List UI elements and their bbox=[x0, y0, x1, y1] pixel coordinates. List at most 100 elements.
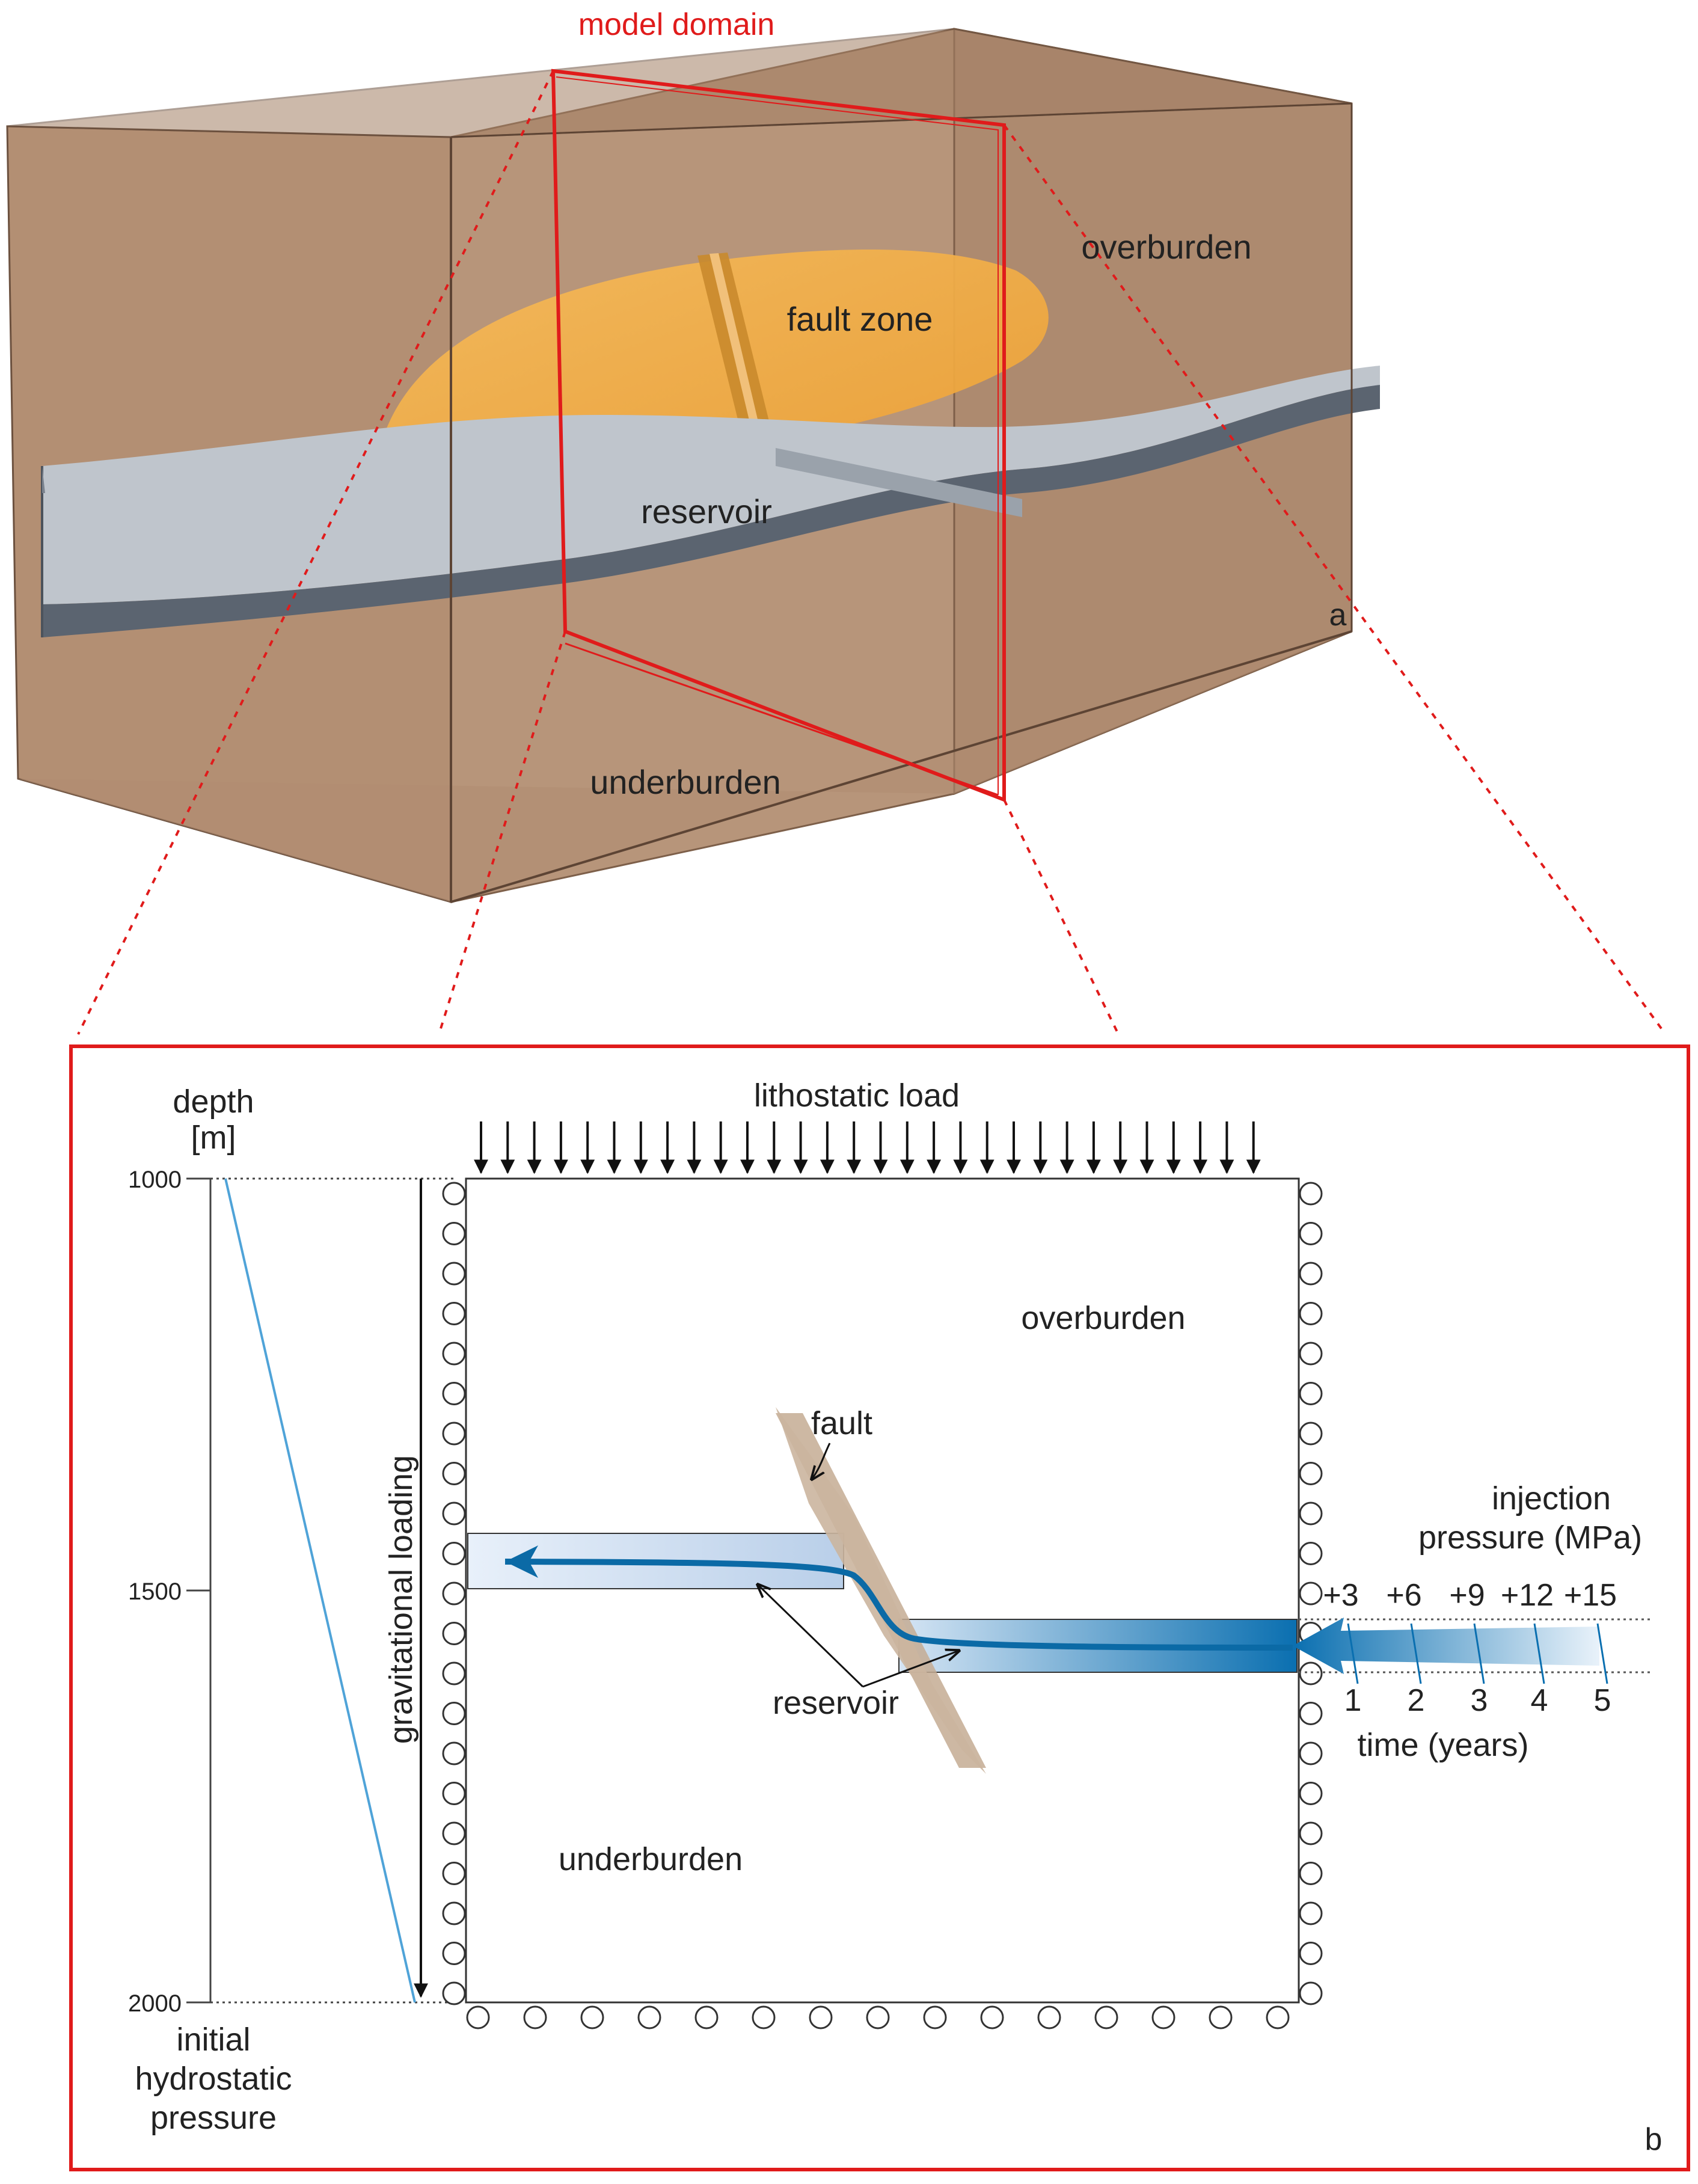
roller-left bbox=[442, 1981, 466, 2005]
roller-left bbox=[442, 1462, 466, 1485]
roller-right bbox=[1299, 1581, 1323, 1606]
pressure-tick-label: +6 bbox=[1386, 1578, 1421, 1613]
panel-b-tag: b bbox=[1645, 2122, 1663, 2157]
roller-bottom bbox=[752, 2005, 776, 2029]
injection-arrow bbox=[1293, 1618, 1599, 1674]
roller-left bbox=[442, 1342, 466, 1366]
roller-left bbox=[442, 1622, 466, 1645]
fault-plane-b-shape bbox=[776, 1407, 986, 1774]
roller-left bbox=[442, 1782, 466, 1805]
label-fault-zone-a: fault zone bbox=[787, 300, 933, 338]
injection-tick bbox=[1473, 1623, 1485, 1684]
pressure-tick-label: +9 bbox=[1449, 1578, 1485, 1613]
time-tick-label: 4 bbox=[1531, 1683, 1548, 1718]
injection-tick bbox=[1596, 1623, 1608, 1684]
roller-right bbox=[1299, 1741, 1323, 1765]
time-tick-label: 1 bbox=[1344, 1683, 1362, 1718]
roller-right bbox=[1299, 1542, 1323, 1565]
roller-bottom bbox=[1151, 2005, 1175, 2029]
roller-bottom bbox=[523, 2005, 547, 2029]
fault-pointer bbox=[812, 1443, 831, 1479]
injection-title-2: pressure (MPa) bbox=[1418, 1520, 1642, 1556]
roller-bottom bbox=[923, 2005, 947, 2029]
block-bottom-face bbox=[18, 631, 1352, 902]
roller-bottom bbox=[809, 2005, 833, 2029]
model-domain-frame-inner bbox=[556, 76, 999, 795]
roller-right bbox=[1299, 1222, 1323, 1245]
fault-offset-step bbox=[776, 448, 1022, 517]
roller-left bbox=[442, 1502, 466, 1526]
lithostatic-load-label: lithostatic load bbox=[754, 1078, 960, 1114]
roller-left bbox=[442, 1581, 466, 1606]
fault-plane-inner bbox=[710, 253, 765, 450]
hydrostatic-pressure-line bbox=[224, 1178, 416, 2003]
lithostatic-load-arrows bbox=[474, 1121, 1261, 1174]
gravitational-loading-label: gravitational loading bbox=[383, 1455, 419, 1744]
projection-lines bbox=[77, 70, 1667, 1035]
roller-bottom bbox=[466, 2005, 490, 2029]
hydrostatic-label-1: initial bbox=[176, 2022, 250, 2058]
roller-bottom bbox=[1094, 2005, 1118, 2029]
hydrostatic-label-3: pressure bbox=[150, 2100, 277, 2136]
roller-left bbox=[442, 1262, 466, 1286]
label-overburden-b: overburden bbox=[1021, 1300, 1185, 1336]
panel-a-block: model domain overburden fault zone reser… bbox=[6, 7, 1667, 1035]
roller-bottom bbox=[580, 2005, 604, 2029]
roller-right bbox=[1299, 1862, 1323, 1885]
time-tick-label: 3 bbox=[1471, 1683, 1488, 1718]
pressure-tick-label: +15 bbox=[1564, 1578, 1617, 1613]
block-edge bbox=[450, 630, 1352, 903]
injection-tick bbox=[1533, 1623, 1545, 1684]
label-underburden-a: underburden bbox=[590, 763, 781, 801]
roller-left bbox=[442, 1821, 466, 1845]
pressure-front-arrowhead bbox=[505, 1545, 538, 1578]
roller-right bbox=[1299, 1302, 1323, 1325]
hydrostatic-label-2: hydrostatic bbox=[135, 2061, 292, 2097]
roller-bottom bbox=[980, 2005, 1004, 2029]
label-reservoir-b: reservoir bbox=[773, 1685, 899, 1721]
model-domain-frame-bottom bbox=[565, 642, 999, 796]
label-underburden-b: underburden bbox=[559, 1841, 743, 1877]
roller-right bbox=[1299, 1502, 1323, 1526]
roller-bottom bbox=[637, 2005, 661, 2029]
label-overburden-a: overburden bbox=[1081, 228, 1251, 266]
roller-left bbox=[442, 1302, 466, 1325]
roller-left bbox=[442, 1862, 466, 1885]
depth-axis-title: depth bbox=[173, 1084, 254, 1120]
roller-left bbox=[442, 1182, 466, 1206]
reservoir-slab-top bbox=[42, 366, 1380, 604]
roller-bottom bbox=[866, 2005, 890, 2029]
roller-right bbox=[1299, 1262, 1323, 1286]
roller-right bbox=[1299, 1782, 1323, 1805]
pressure-tick-label: +12 bbox=[1501, 1578, 1554, 1613]
roller-bottom bbox=[694, 2005, 719, 2029]
roller-left bbox=[442, 1422, 466, 1446]
roller-supports bbox=[442, 1182, 1323, 2029]
reservoir-pointer-left bbox=[758, 1584, 864, 1688]
roller-left bbox=[442, 1942, 466, 1965]
roller-bottom bbox=[1266, 2005, 1290, 2029]
roller-right bbox=[1299, 1942, 1323, 1965]
depth-tick-label: 1500 bbox=[128, 1578, 182, 1605]
injection-title-1: injection bbox=[1492, 1480, 1611, 1517]
roller-right bbox=[1299, 1462, 1323, 1485]
reservoir-pointer-right bbox=[862, 1651, 959, 1688]
pressure-tick-label: +3 bbox=[1323, 1578, 1358, 1613]
roller-left bbox=[442, 1702, 466, 1725]
roller-left bbox=[442, 1382, 466, 1405]
roller-right bbox=[1299, 1821, 1323, 1845]
panel-a-tag: a bbox=[1329, 598, 1347, 633]
injection-tick bbox=[1410, 1623, 1422, 1684]
depth-axis: depth [m] 1000 1500 2000 initial hydrost… bbox=[128, 1084, 457, 2136]
roller-right bbox=[1299, 1702, 1323, 1725]
roller-right bbox=[1299, 1382, 1323, 1405]
depth-tick-label: 1000 bbox=[128, 1167, 182, 1193]
pressure-front-curve bbox=[504, 1559, 1293, 1651]
reservoir-slab-side bbox=[42, 385, 1380, 637]
roller-bottom bbox=[1037, 2005, 1061, 2029]
roller-left bbox=[442, 1741, 466, 1765]
roller-right bbox=[1299, 1422, 1323, 1446]
